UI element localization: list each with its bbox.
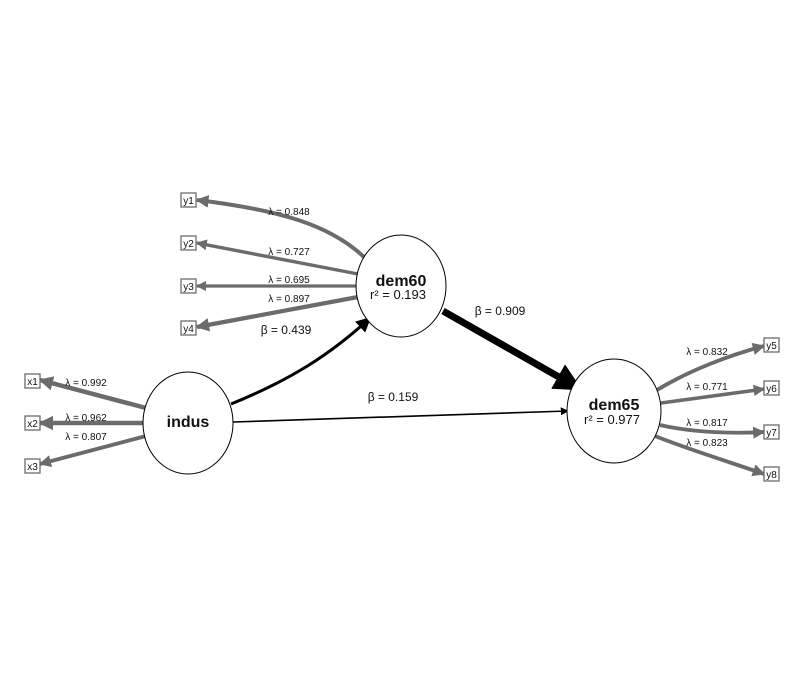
edge-indus-x1 xyxy=(38,376,147,411)
structural-paths xyxy=(230,307,583,423)
indicator-y8: y8 xyxy=(763,466,780,482)
indicator-y7: y7 xyxy=(763,424,780,440)
indicator-x2: x2 xyxy=(24,415,41,431)
indicator-y8-label: y8 xyxy=(766,470,777,481)
path-dem60-dem65 xyxy=(441,307,583,393)
loading-edges xyxy=(38,195,766,477)
edge-dem60-y1 xyxy=(195,195,366,259)
path-label-dem60-dem65: β = 0.909 xyxy=(475,304,526,318)
latent-indus: indus xyxy=(142,371,234,475)
latent-dem60-r2: r² = 0.193 xyxy=(370,287,426,302)
indicator-x2-label: x2 xyxy=(27,419,38,430)
edge-indus-x3 xyxy=(38,434,147,468)
edge-dem65-y5 xyxy=(655,342,766,392)
edge-dem60-y2 xyxy=(195,239,359,276)
loading-label-x1: λ = 0.992 xyxy=(65,378,107,389)
indicator-y6-label: y6 xyxy=(766,384,777,395)
indicators: x1 x2 x3 y1 y2 y3 y4 y5 xyxy=(24,192,780,482)
path-indus-dem60 xyxy=(230,316,372,406)
edge-dem65-y6 xyxy=(660,384,766,405)
indicator-y7-label: y7 xyxy=(766,428,777,439)
indicator-y5-label: y5 xyxy=(766,341,777,352)
loading-labels: λ = 0.992 λ = 0.962 λ = 0.807 λ = 0.848 … xyxy=(65,207,728,449)
latent-dem65-r2: r² = 0.977 xyxy=(584,412,640,427)
latent-dem60-name: dem60 xyxy=(376,273,427,290)
indicator-y4: y4 xyxy=(180,320,197,336)
loading-label-y5: λ = 0.832 xyxy=(686,347,728,358)
path-indus-dem65 xyxy=(232,407,569,423)
indicator-y3-label: y3 xyxy=(183,282,194,293)
indicator-y1: y1 xyxy=(180,192,197,208)
indicator-y6: y6 xyxy=(763,380,780,396)
loading-label-y6: λ = 0.771 xyxy=(686,382,728,393)
path-labels: β = 0.439 β = 0.159 β = 0.909 xyxy=(261,304,526,404)
indicator-x3: x3 xyxy=(24,458,41,474)
latent-dem65-name: dem65 xyxy=(589,397,640,414)
edge-dem65-y8 xyxy=(654,434,766,477)
indicator-x3-label: x3 xyxy=(27,462,38,473)
loading-label-y4: λ = 0.897 xyxy=(268,294,310,305)
indicator-x1-label: x1 xyxy=(27,377,38,388)
loading-label-x3: λ = 0.807 xyxy=(65,432,107,443)
indicator-y3: y3 xyxy=(180,278,197,294)
loading-label-x2: λ = 0.962 xyxy=(65,413,107,424)
indicator-y4-label: y4 xyxy=(183,324,194,335)
indicator-x1: x1 xyxy=(24,373,41,389)
latent-dem65: dem65 r² = 0.977 xyxy=(566,358,662,464)
loading-label-y1: λ = 0.848 xyxy=(268,207,310,218)
indicator-y2: y2 xyxy=(180,235,197,251)
loading-label-y7: λ = 0.817 xyxy=(686,418,728,429)
path-label-indus-dem65: β = 0.159 xyxy=(368,390,419,404)
indicator-y1-label: y1 xyxy=(183,196,194,207)
edge-dem60-y4 xyxy=(195,294,359,332)
edge-dem65-y7 xyxy=(659,423,766,439)
loading-label-y2: λ = 0.727 xyxy=(268,247,310,258)
indicator-y5: y5 xyxy=(763,337,780,353)
latent-dem60: dem60 r² = 0.193 xyxy=(355,234,447,338)
loading-label-y8: λ = 0.823 xyxy=(686,438,728,449)
path-label-indus-dem60: β = 0.439 xyxy=(261,323,312,337)
indicator-y2-label: y2 xyxy=(183,239,194,250)
loading-label-y3: λ = 0.695 xyxy=(268,275,310,286)
latent-indus-name: indus xyxy=(167,414,210,431)
